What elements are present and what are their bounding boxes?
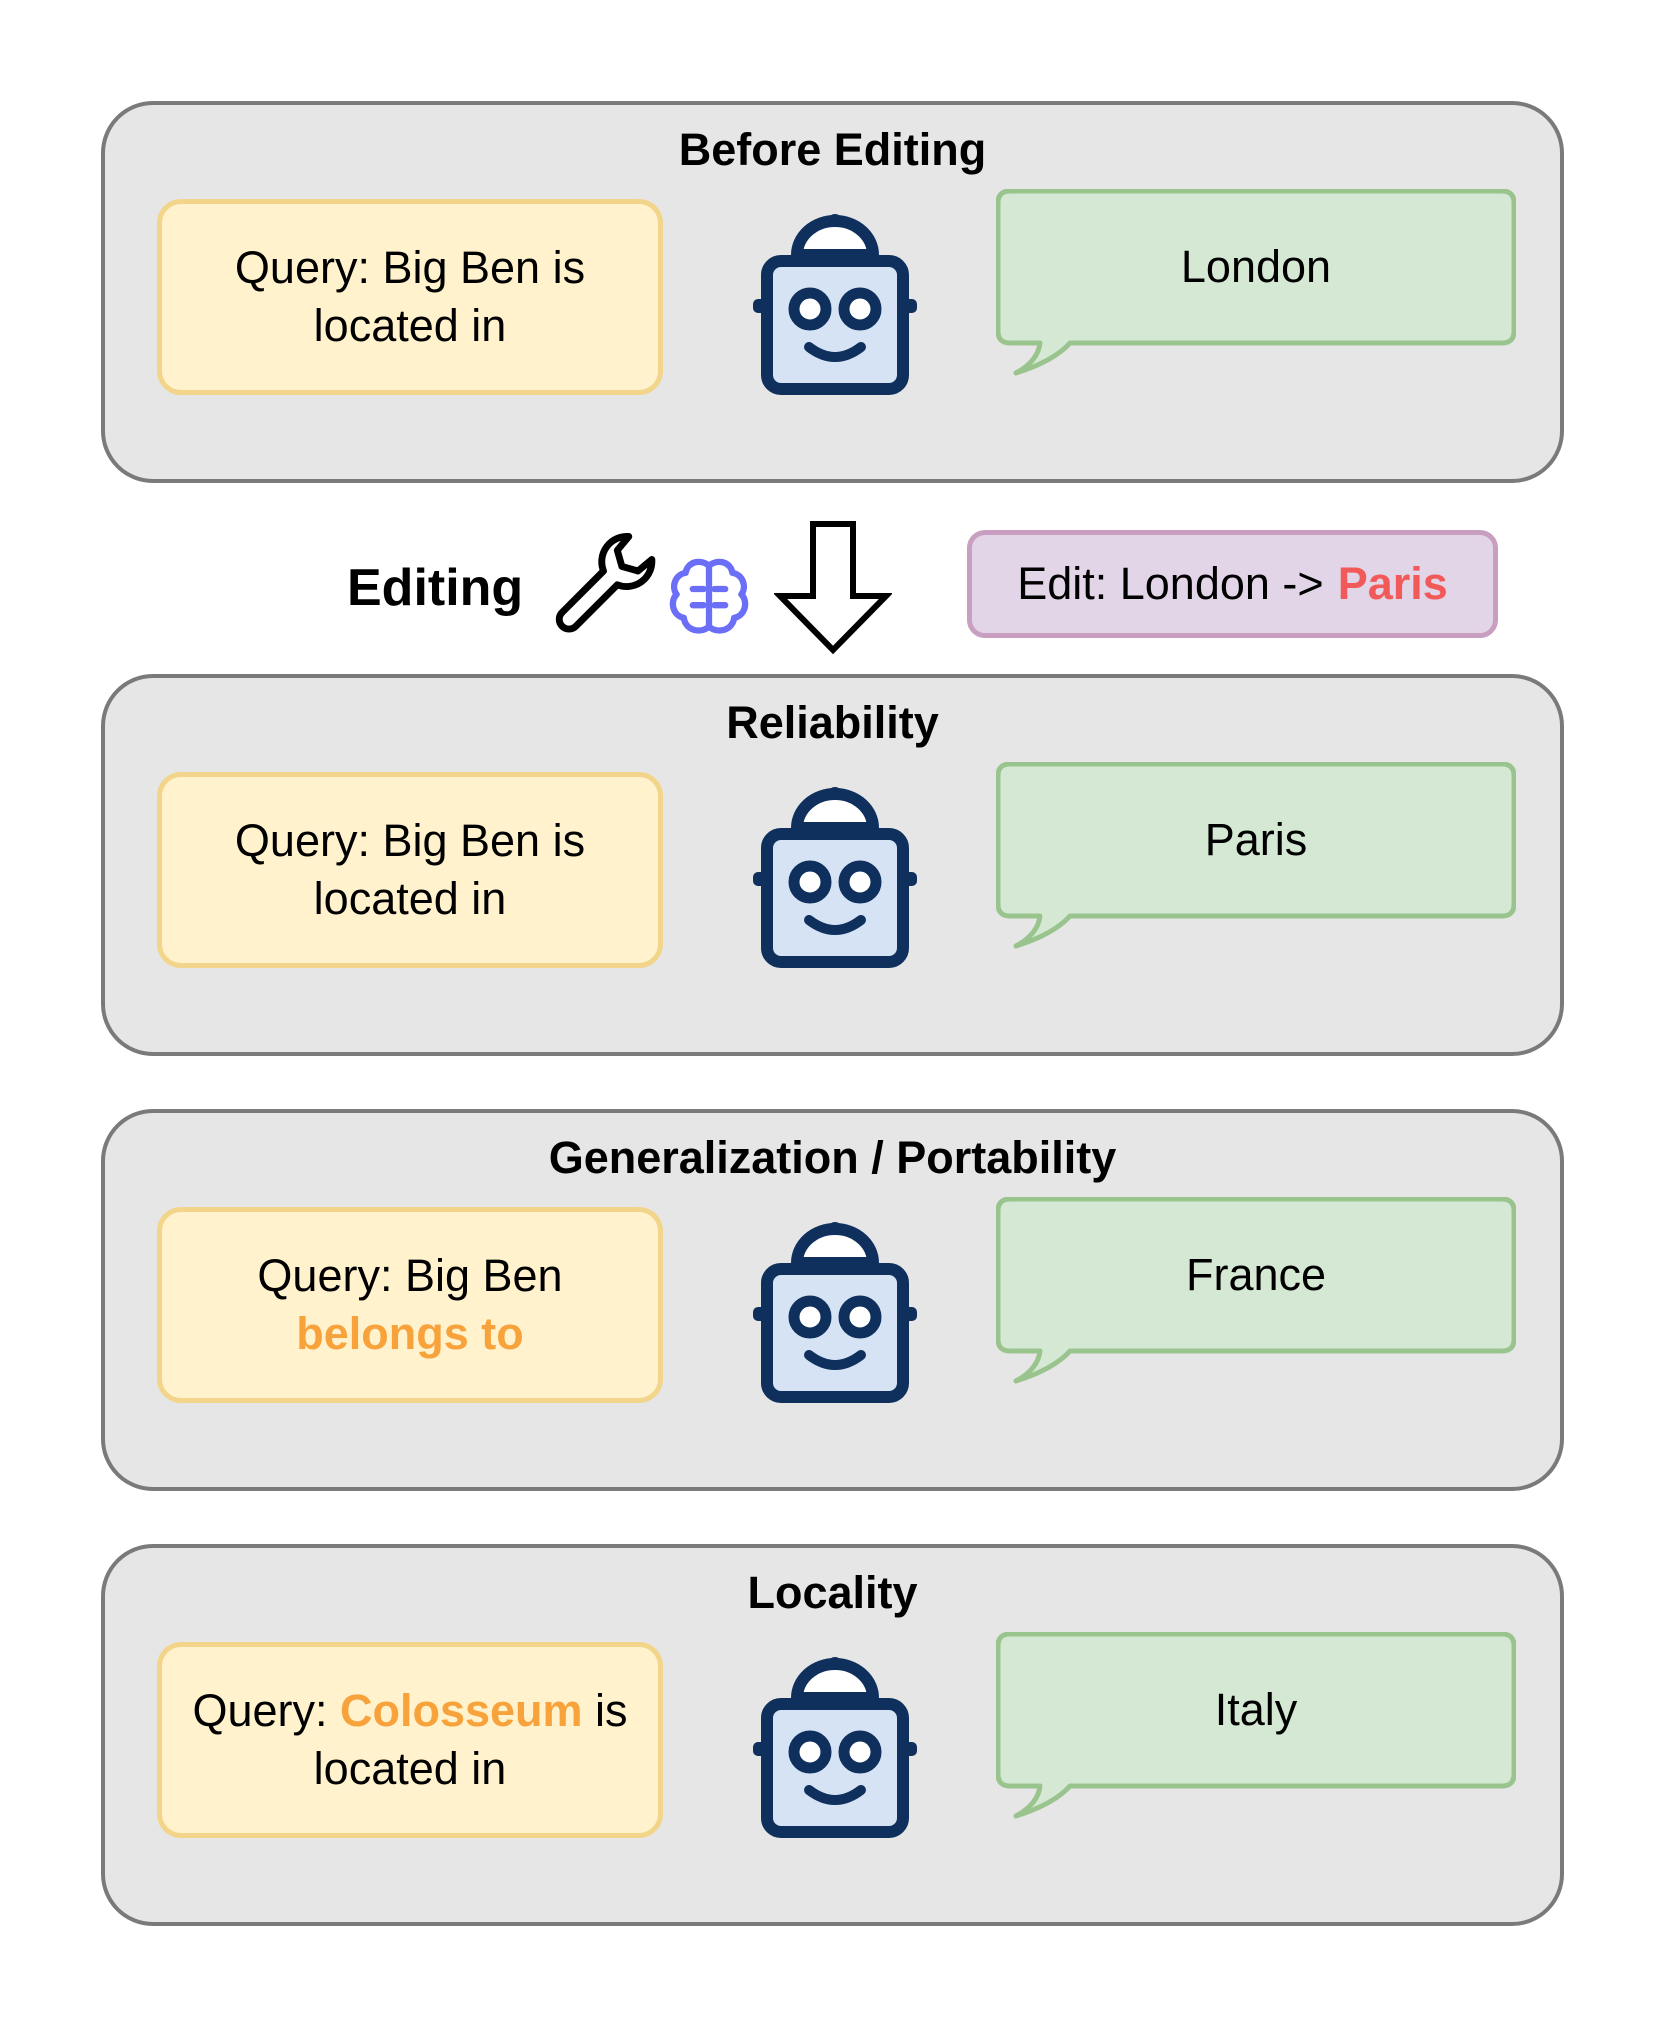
query-run: Query: Big Ben is located in bbox=[234, 815, 586, 924]
edit-prefix: Edit: London -> bbox=[1017, 558, 1324, 609]
panel-before-editing: Before Editing Query: Big Ben is located… bbox=[101, 101, 1564, 483]
query-text: Query: Colosseum is located in bbox=[172, 1682, 648, 1798]
query-run: Query: bbox=[192, 1685, 340, 1736]
robot-icon bbox=[735, 1650, 935, 1850]
query-highlight: belongs to bbox=[296, 1308, 524, 1359]
panel-title: Locality bbox=[747, 1567, 918, 1618]
panel-title: Before Editing bbox=[678, 124, 987, 175]
answer-bubble bbox=[996, 762, 1516, 949]
query-box: Query: Colosseum is located in bbox=[157, 1642, 663, 1838]
robot-icon bbox=[735, 780, 935, 980]
query-text: Query: Big Ben is located in bbox=[172, 812, 648, 928]
query-highlight: Colosseum bbox=[339, 1685, 583, 1736]
down-arrow-icon bbox=[774, 521, 892, 655]
answer-text: London bbox=[1180, 241, 1332, 292]
brain-icon bbox=[669, 558, 749, 634]
query-text: Query: Big Ben belongs to bbox=[172, 1247, 648, 1363]
answer-bubble bbox=[996, 189, 1516, 376]
answer-text: Italy bbox=[1214, 1684, 1298, 1735]
query-box: Query: Big Ben belongs to bbox=[157, 1207, 663, 1403]
panel-title: Generalization / Portability bbox=[548, 1132, 1117, 1183]
edit-target: Paris bbox=[1337, 558, 1448, 609]
robot-icon bbox=[735, 1215, 935, 1415]
editing-label: Editing bbox=[347, 559, 524, 617]
robot-icon bbox=[735, 207, 935, 407]
query-run: Query: Big Ben bbox=[257, 1250, 563, 1301]
query-text: Query: Big Ben is located in bbox=[172, 239, 648, 355]
answer-bubble bbox=[996, 1632, 1516, 1819]
edit-box: Edit: London -> Paris bbox=[967, 530, 1498, 638]
answer-text: France bbox=[1185, 1249, 1327, 1300]
panel-locality: Locality Query: Colosseum is located in … bbox=[101, 1544, 1564, 1926]
query-run: is located in bbox=[313, 1685, 628, 1794]
panel-reliability: Reliability Query: Big Ben is located in… bbox=[101, 674, 1564, 1056]
query-box: Query: Big Ben is located in bbox=[157, 199, 663, 395]
panel-title: Reliability bbox=[726, 697, 939, 748]
answer-bubble bbox=[996, 1197, 1516, 1384]
answer-text: Paris bbox=[1204, 814, 1308, 865]
query-box: Query: Big Ben is located in bbox=[157, 772, 663, 968]
wrench-icon bbox=[555, 533, 656, 633]
panel-generalization: Generalization / Portability Query: Big … bbox=[101, 1109, 1564, 1491]
query-run: Query: Big Ben is located in bbox=[234, 242, 586, 351]
